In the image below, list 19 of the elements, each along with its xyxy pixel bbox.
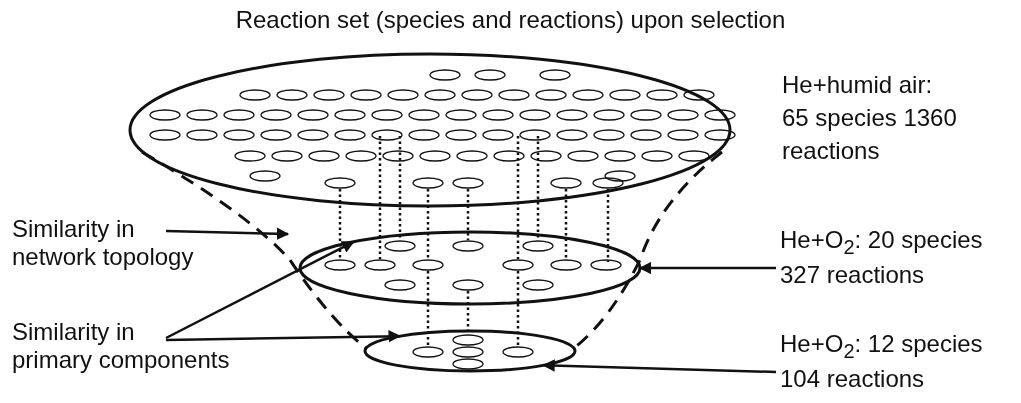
annotation-text: Similarity in primary components [12, 318, 231, 374]
species-link-line [606, 189, 610, 262]
arrow [165, 240, 355, 340]
arrow [638, 261, 776, 275]
reaction-set-ellipse [298, 230, 642, 306]
species-link-line [516, 271, 520, 346]
reaction-set-ellipse [363, 329, 577, 373]
arrow [165, 330, 401, 343]
set-label: He+O$_{2}$: 20 species 327 reactions [780, 226, 984, 289]
annotation-text: Similarity in network topology [12, 215, 195, 271]
diagram-title: Reaction set (species and reactions) upon selection [234, 6, 787, 34]
species-link-line [564, 189, 568, 259]
species-link-line [426, 189, 430, 259]
species-link-line [338, 189, 342, 259]
arrow [165, 227, 290, 240]
arrow [542, 359, 777, 374]
set-label: He+humid air: 65 species 1360 reactions [782, 70, 958, 166]
set-label: He+O$_{2}$: 12 species 104 reactions [780, 330, 984, 393]
species-link-line [426, 271, 430, 346]
